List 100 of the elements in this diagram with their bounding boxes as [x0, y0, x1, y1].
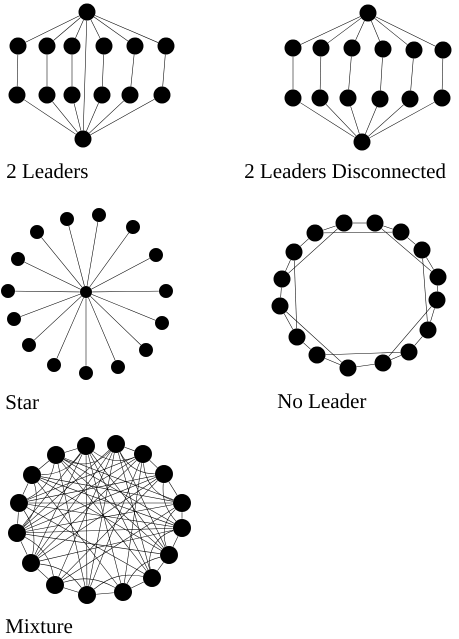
graph-node: [10, 494, 28, 512]
graph-node: [11, 252, 25, 266]
edge-line: [149, 460, 158, 468]
edge-line: [40, 564, 82, 588]
graph-node: [284, 40, 302, 56]
edge-line: [17, 512, 19, 524]
edge-line: [25, 477, 156, 530]
edge-line: [64, 448, 78, 453]
graph-node: [159, 284, 173, 298]
graph-node: [1, 284, 15, 298]
edge-line: [280, 287, 282, 298]
graph-node: [30, 225, 44, 239]
edge-line: [124, 462, 142, 584]
graph-node: [80, 286, 92, 298]
edge-line: [303, 342, 311, 350]
edge-line: [89, 100, 124, 134]
graph-node: [286, 244, 302, 260]
edge-line: [285, 260, 291, 272]
edge-line: [26, 534, 160, 554]
edge-line: [64, 587, 78, 593]
edge-line: [20, 541, 28, 555]
edge-line: [94, 16, 128, 42]
edge-line: [64, 578, 116, 588]
edge-line: [294, 260, 297, 329]
edge-line: [90, 98, 155, 136]
graph-node: [374, 354, 392, 372]
graph-node: [46, 576, 64, 594]
edge-line: [368, 104, 404, 136]
edge-line: [62, 460, 162, 550]
edge-line: [300, 238, 309, 246]
graph-node: [22, 338, 36, 352]
graph-node: [400, 344, 418, 360]
edge-line: [382, 226, 394, 230]
graph-node: [274, 270, 290, 288]
graph-node: [372, 90, 388, 108]
edge-line: [68, 226, 85, 286]
edge-line: [26, 507, 144, 574]
edge-line: [380, 57, 383, 91]
edge-line: [88, 454, 122, 584]
edge-line: [371, 20, 380, 42]
edge-line: [284, 313, 294, 330]
edge-line: [40, 453, 82, 476]
edge-line: [22, 483, 28, 495]
edge-line: [40, 476, 174, 502]
edge-line: [120, 452, 166, 547]
edge-line: [426, 257, 434, 270]
graph-node: [96, 38, 112, 54]
edge-line: [355, 20, 365, 40]
edge-line: [28, 504, 174, 527]
edge-line: [356, 364, 375, 368]
graph-node: [126, 38, 144, 54]
edge-line: [324, 358, 340, 365]
graph-node: [126, 220, 140, 234]
graph-node: [173, 519, 191, 537]
edge-line: [40, 478, 174, 526]
graph-node: [94, 86, 110, 104]
edge-line: [64, 458, 174, 500]
edge-line: [376, 16, 436, 46]
edge-line: [430, 308, 435, 322]
graph-node: [111, 360, 125, 374]
graph-node: [420, 322, 436, 338]
graph-node: [158, 38, 174, 54]
edge-line: [414, 336, 423, 346]
graph-node: [143, 569, 161, 587]
edge-line: [26, 16, 80, 42]
graph-node: [122, 86, 138, 104]
graph-node: [23, 466, 41, 484]
edge-line: [90, 462, 140, 587]
edge-line: [86, 222, 98, 286]
edge-line: [27, 457, 135, 500]
edge-line: [410, 58, 414, 91]
graph-node: [360, 4, 376, 22]
graph-node: [414, 242, 430, 258]
edge-line: [24, 537, 54, 576]
edge-line: [300, 102, 355, 138]
graph-node: [92, 208, 106, 222]
edge-line: [74, 103, 82, 131]
graph-node: [77, 437, 95, 455]
graph-node: [78, 586, 96, 604]
graph-node: [74, 130, 92, 148]
edge-line: [26, 464, 54, 500]
graph-node: [354, 134, 370, 150]
edge-line: [14, 290, 80, 292]
graph-node: [64, 86, 80, 104]
edge-line: [28, 476, 156, 502]
edge-line: [64, 450, 110, 464]
edge-line: [86, 454, 88, 586]
edge-line: [369, 102, 435, 138]
graph-node: [47, 446, 65, 464]
edge-line: [58, 452, 113, 577]
graph-node: [428, 292, 446, 308]
graph-node: [8, 524, 26, 542]
graph-node: [306, 224, 324, 242]
graph-node: [78, 4, 96, 20]
edge-line: [37, 482, 118, 586]
edge-line: [365, 106, 377, 134]
edge-line: [24, 458, 136, 528]
edge-line: [323, 232, 393, 234]
edge-line: [24, 262, 81, 290]
graph-node: [79, 366, 93, 380]
